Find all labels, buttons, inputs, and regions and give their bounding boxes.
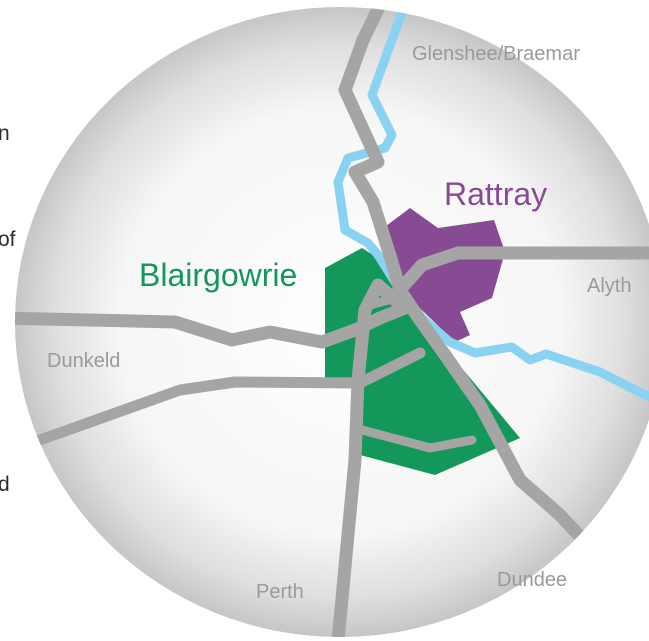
destination-label-glenshee: Glenshee/Braemar: [412, 43, 580, 65]
road-alyth: [391, 246, 649, 299]
edge-text-fragment-2: of: [0, 228, 16, 251]
road-glenshee-dundee: [338, 7, 649, 619]
edge-text-fragment-3: d: [0, 473, 10, 496]
destination-label-alyth: Alyth: [587, 275, 631, 297]
river: [333, 7, 649, 405]
road-perth: [331, 278, 402, 637]
road-dunkeld: [15, 301, 412, 349]
edge-text-fragment-1: n: [0, 122, 10, 145]
town-label-rattray: Rattray: [444, 176, 547, 212]
road-network: [15, 7, 649, 637]
town-label-blairgowrie: Blairgowrie: [139, 257, 297, 293]
road-town-link-2: [365, 293, 415, 313]
rattray-area: [378, 208, 505, 342]
destination-label-dunkeld: Dunkeld: [47, 350, 120, 372]
destination-label-perth: Perth: [256, 581, 304, 603]
road-town-link: [357, 425, 477, 453]
road-west-lower: [34, 347, 426, 446]
destination-label-dundee: Dundee: [497, 569, 567, 591]
